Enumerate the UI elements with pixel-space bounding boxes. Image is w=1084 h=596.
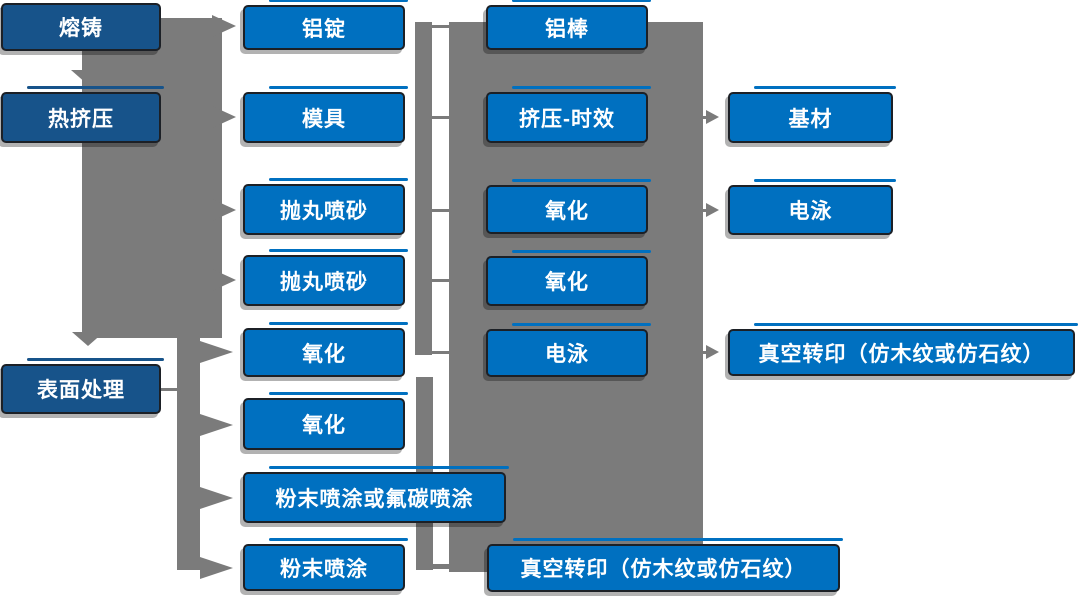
node-vacuum-transfer-bottom: 真空转印（仿木纹或仿石纹） [487,538,843,592]
node-label: 氧化 [302,342,346,366]
node-label: 电泳 [788,200,833,223]
node-electrophoresis-c4: 电泳 [728,179,896,235]
node-shot-blasting-2: 抛丸喷砂 [243,249,408,306]
node-label: 真空转印（仿木纹或仿石纹） [520,558,807,581]
connector-main-band [82,18,222,338]
node-melting-casting: 熔铸 [1,3,161,51]
arrow-to-oxidation-c2-2-icon [200,414,233,436]
node-label: 铝棒 [545,17,589,41]
node-label: 粉末喷涂 [280,557,368,581]
collector-tick-bottom [433,564,449,569]
node-label: 热挤压 [48,107,114,131]
node-label: 抛丸喷砂 [280,270,368,294]
arrow-stem-to-base-material [701,116,707,119]
node-powder-or-fluorocarbon: 粉末喷涂或氟碳喷涂 [243,466,509,523]
collector-tick-r2 [432,116,449,119]
collector-tick-r1 [432,25,449,28]
node-powder-coating: 粉末喷涂 [243,538,408,591]
arrow-to-shot-blasting-2-icon [212,269,236,291]
node-label: 氧化 [545,271,589,294]
arrow-stem-to-vacuum-transfer [701,351,707,354]
arrow-to-mold-icon [212,106,236,128]
connector-surface-link-line [161,388,177,391]
arrow-to-powder-or-fluorocarbon-icon [200,487,233,509]
arrow-to-powder-coating-icon [200,557,233,579]
node-oxidation-c2-1: 氧化 [243,322,408,377]
node-label: 基材 [788,107,833,131]
node-electrophoresis-c3: 电泳 [486,323,651,377]
node-label: 铝锭 [302,17,346,41]
arrow-to-aluminum-ingot-icon [212,15,236,37]
node-extrusion-aging: 挤压-时效 [486,86,651,143]
arrow-to-shot-blasting-1-icon [212,199,236,221]
node-label: 熔铸 [59,17,103,40]
collector-tick-r5 [432,351,449,354]
node-label: 表面处理 [37,379,125,402]
arrow-to-oxidation-c2-1-icon [200,341,233,363]
arrow-stem-to-electrophoresis [701,209,707,212]
node-label: 氧化 [545,199,589,223]
node-label: 抛丸喷砂 [280,199,368,223]
arrow-down-to-hot-extrusion-icon [71,70,103,84]
node-label: 电泳 [545,343,589,366]
arrow-to-vacuum-transfer-icon [706,345,719,359]
collector-tick-r3 [432,209,449,212]
node-aluminum-ingot: 铝锭 [243,0,408,50]
node-oxidation-c3-1: 氧化 [486,179,651,234]
arrow-down-to-surface-treatment-icon [72,332,104,346]
collector-bar-upper [415,22,432,355]
node-shot-blasting-1: 抛丸喷砂 [243,178,408,235]
node-oxidation-c2-2: 氧化 [243,392,408,450]
node-label: 挤压-时效 [519,107,615,131]
node-label: 模具 [302,107,346,131]
node-hot-extrusion: 热挤压 [1,86,164,143]
node-mold: 模具 [243,86,408,143]
node-label: 粉末喷涂或氟碳喷涂 [275,487,474,511]
node-surface-treatment: 表面处理 [1,358,164,414]
node-label: 氧化 [302,414,346,437]
arrow-to-base-material-icon [706,110,719,124]
node-base-material: 基材 [728,86,896,143]
collector-tick-r4 [432,279,449,282]
arrow-to-electrophoresis-icon [706,203,719,217]
connector-surface-bar [177,330,200,570]
node-vacuum-transfer-right: 真空转印（仿木纹或仿石纹） [728,323,1078,376]
node-oxidation-c3-2: 氧化 [486,250,651,306]
node-label: 真空转印（仿木纹或仿石纹） [758,342,1045,366]
node-aluminum-rod: 铝棒 [486,0,651,50]
